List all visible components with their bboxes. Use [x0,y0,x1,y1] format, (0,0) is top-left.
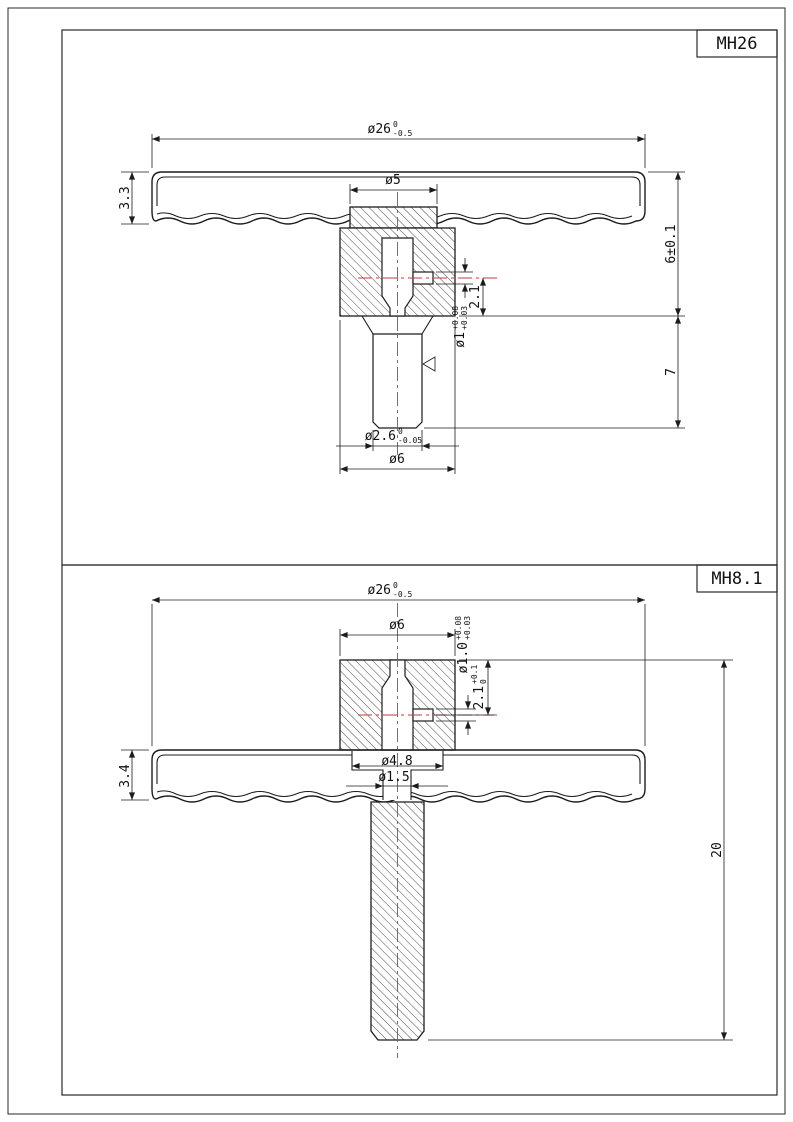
dim-small-bore-diameter-mh81: ø1.5 [346,770,448,790]
page-border [7,7,786,1115]
dim-tol-bot: +0.03 [463,616,472,640]
dim-text-stem-length: 7 [664,368,679,376]
dim-tol-bot: 0 [479,679,488,684]
dim-text-hole-depth: 2.1 [468,285,483,308]
cone-edge-right-mh26 [421,315,434,335]
dim-hole-depth-mh81: 2.1 +0.1 0 [436,660,494,716]
datum-triangle-mh26 [422,356,436,372]
dim-body-height-mh26: 6±0.1 [459,171,685,317]
view-frame-mh81 [61,564,778,1096]
dim-text-stem-dia: ø2.6 [365,429,396,444]
dim-hole-diameter-mh26: ø1 +0.08 +0.03 [436,258,473,348]
dim-text-bore-dia: ø4.8 [381,754,412,769]
dim-tol-bot: -0.5 [393,590,412,599]
dim-body-diameter-mh26: ø6 [339,320,456,474]
cap-inner-line [156,176,641,206]
dim-tol-top: 0 [393,120,398,129]
view-mh81: MH8.1 ø26 0 -0.5 [118,564,778,1058]
dim-text-small-bore-dia: ø1.5 [378,770,409,785]
dim-text-boss-dia: ø5 [385,173,401,188]
dim-text-hole-depth: 2.1 [472,686,487,709]
view-label-mh26: MH26 [717,34,758,54]
dim-text-body-dia: ø6 [389,452,405,467]
dim-cap-thickness-mh81: 3.4 [118,749,149,801]
dim-tol-bot: -0.05 [398,436,422,445]
dim-text-cap-thickness: 3.4 [118,764,133,788]
dim-tol-top: 0 [398,427,403,436]
view-label-box-mh26 [696,29,778,58]
dim-stem-length-mh81: 20 [428,659,733,1041]
dim-disc-diameter-mh81: ø26 0 -0.5 [151,581,646,746]
view-label-mh81: MH8.1 [711,569,762,589]
dim-text-stem-length: 20 [710,842,725,858]
dim-text-hole-dia: ø1 [453,332,468,348]
dim-tol-bot: -0.5 [393,129,412,138]
dim-body-diameter-mh81: ø6 [339,618,456,656]
dim-tol-top: +0.08 [454,616,463,640]
dim-stem-length-mh26: 7 [424,316,685,429]
dim-text-hole-dia: ø1.0 [456,642,471,673]
cone-edge-left-mh26 [361,315,374,335]
cap-outer-profile [151,749,646,803]
dim-boss-diameter-mh26: ø5 [349,173,438,204]
dim-text-disc-dia: ø26 [368,122,391,137]
dim-hole-diameter-mh81: ø1.0 +0.08 +0.03 [436,616,476,735]
dim-bore-diameter-mh81: ø4.8 [352,754,443,770]
view-mh26: MH26 ø26 0 -0.5 [118,29,778,474]
dim-text-body-dia: ø6 [389,618,405,633]
dim-disc-diameter-mh26: ø26 0 -0.5 [151,120,646,168]
dim-text-body-height: 6±0.1 [664,224,679,263]
dim-tol-bot: +0.03 [460,306,469,330]
dim-hole-depth-mh26: 2.1 [468,278,487,316]
view-label-box-mh81 [696,564,778,593]
dim-tol-top: 0 [393,581,398,590]
dim-tol-top: +0.08 [451,306,460,330]
dim-stem-diameter-mh26: ø2.6 0 -0.05 [336,427,459,451]
rivet-boss-mh26 [349,206,438,229]
dim-text-disc-dia: ø26 [368,583,391,598]
dim-cap-thickness-mh26: 3.3 [118,171,149,225]
dim-tol-top: +0.1 [470,665,479,684]
dim-text-cap-thickness: 3.3 [118,186,133,209]
